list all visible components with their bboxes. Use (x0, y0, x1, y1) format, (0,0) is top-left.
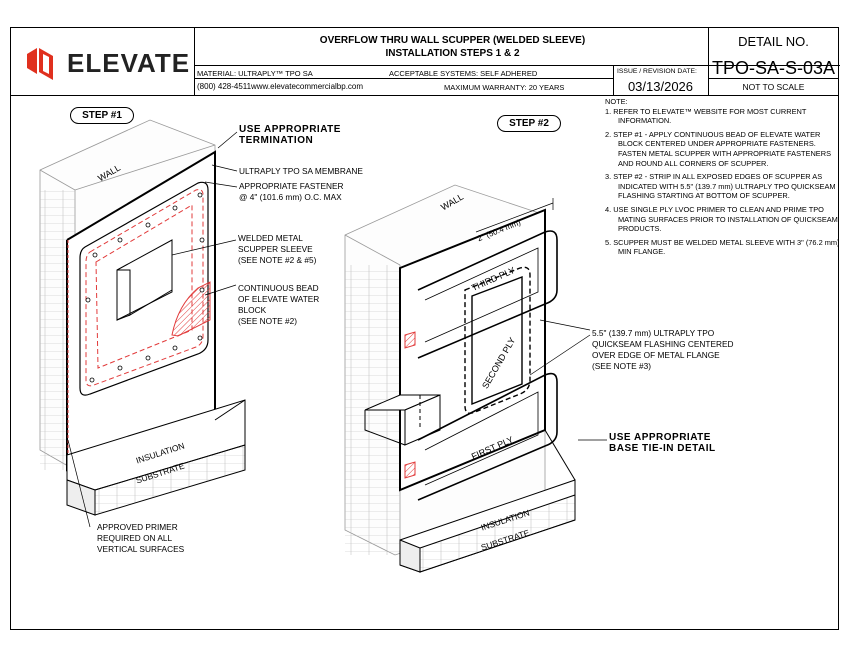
step1-fasteners (85, 192, 205, 383)
note-item: 4. USE SINGLE PLY LVOC PRIMER TO CLEAN A… (605, 204, 838, 234)
step2-second-ply (464, 266, 531, 414)
step1-water-block-bead (67, 189, 204, 470)
notes-panel: NOTE: 1. REFER TO ELEVATE™ WEBSITE FOR M… (605, 97, 840, 261)
step2-third-ply (417, 230, 558, 359)
step1-label: STEP #1 (70, 107, 134, 124)
issue-date: 03/13/2026 (627, 79, 694, 94)
note-item: 1. REFER TO ELEVATE™ WEBSITE FOR MOST CU… (605, 106, 807, 126)
step2-leaders (529, 319, 607, 441)
step2-base (399, 429, 576, 573)
website-link[interactable]: www.elevatecommercialbp.com (251, 82, 364, 91)
note-item: 2. STEP #1 - APPLY CONTINUOUS BEAD OF EL… (605, 129, 831, 168)
callout-water-block: CONTINUOUS BEAD OF ELEVATE WATER BLOCK (… (238, 283, 320, 326)
note-item: 3. STEP #2 - STRIP IN ALL EXPOSED EDGES … (605, 172, 836, 201)
step1-scupper-opening (116, 239, 173, 321)
step2-label: STEP #2 (497, 115, 561, 132)
step2-red-marks (404, 331, 416, 479)
step2-first-ply (417, 372, 558, 501)
title-line-1: OVERFLOW THRU WALL SCUPPER (WELDED SLEEV… (319, 35, 586, 46)
detail-no-label: DETAIL NO. (738, 34, 809, 49)
step1-leaders (67, 131, 238, 528)
elevate-mark-icon (27, 48, 53, 80)
scale-label: NOT TO SCALE (742, 82, 805, 92)
drawing-sheet: ELEVATE OVERFLOW THRU WALL SCUPPER (WELD… (10, 27, 840, 630)
step1-base (66, 399, 246, 516)
brand-name: ELEVATE (67, 48, 191, 78)
callout-primer: APPROVED PRIMER REQUIRED ON ALL VERTICAL… (97, 522, 185, 554)
callout-fastener: APPROPRIATE FASTENER @ 4" (101.6 mm) O.C… (239, 181, 344, 202)
callout-sleeve: WELDED METAL SCUPPER SLEEVE (SEE NOTE #2… (238, 233, 317, 265)
material-label: MATERIAL: ULTRAPLY™ TPO SA (197, 69, 313, 78)
phone: (800) 428-4511 (197, 82, 252, 91)
step1-bead-cutaway (171, 281, 211, 337)
issue-label: ISSUE / REVISION DATE: (617, 68, 697, 75)
callout-base-tie-in: USE APPROPRIATE BASE TIE-IN DETAIL (609, 432, 716, 454)
step1-scupper-flange (79, 181, 209, 396)
title-block: ELEVATE OVERFLOW THRU WALL SCUPPER (WELD… (11, 28, 840, 96)
title-line-2: INSTALLATION STEPS 1 & 2 (385, 48, 520, 59)
step2-dimension (475, 198, 554, 233)
callout-termination: USE APPROPRIATE TERMINATION (239, 124, 341, 146)
warranty-label: MAXIMUM WARRANTY: 20 YEARS (444, 83, 565, 92)
callout-flashing: 5.5" (139.7 mm) ULTRAPLY TPO QUICKSEAM F… (592, 328, 734, 371)
callout-membrane: ULTRAPLY TPO SA MEMBRANE (239, 166, 363, 176)
notes-heading: NOTE: (605, 97, 628, 106)
brand-logo: ELEVATE (23, 42, 193, 82)
systems-label: ACCEPTABLE SYSTEMS: SELF ADHERED (389, 69, 538, 78)
note-item: 5. SCUPPER MUST BE WELDED METAL SLEEVE W… (605, 237, 840, 257)
detail-id: TPO-SA-S-03A (711, 58, 836, 78)
